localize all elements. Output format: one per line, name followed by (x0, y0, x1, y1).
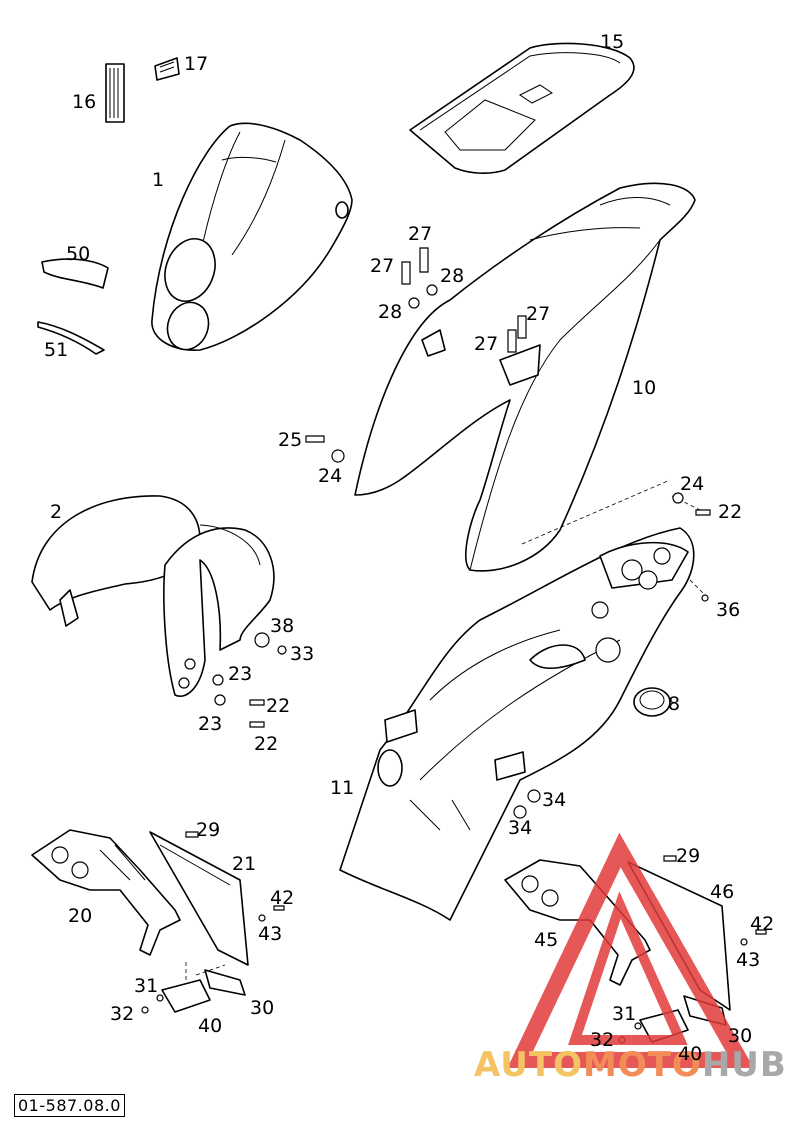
callout-23b: 23 (198, 713, 222, 735)
callout-27a: 27 (408, 223, 432, 245)
part-16-sticker (105, 63, 125, 123)
callout-20: 20 (68, 905, 92, 927)
callout-23a: 23 (228, 663, 252, 685)
watermark-hub: HUB (702, 1045, 787, 1085)
watermark-logo: AUTOMOTOHUB (474, 832, 787, 1085)
callout-40b: 40 (678, 1043, 702, 1065)
callout-40a: 40 (198, 1015, 222, 1037)
svg-text:AUTOMOTOHUB: AUTOMOTOHUB (474, 1045, 787, 1085)
hardware-fender (212, 632, 287, 728)
callout-17: 17 (184, 53, 208, 75)
callout-22c: 22 (254, 733, 278, 755)
hardware-left-group (141, 831, 285, 1014)
callout-33: 33 (290, 643, 314, 665)
leader-lines (521, 479, 701, 545)
callout-15: 15 (600, 31, 624, 53)
part-21-license-plate (149, 831, 249, 966)
callout-8: 8 (668, 693, 680, 715)
watermark-auto: AUTO (474, 1045, 583, 1085)
part-10-side-cover (354, 182, 696, 572)
callout-28a: 28 (440, 265, 464, 287)
part-2-front-fender (31, 495, 275, 697)
callout-2: 2 (50, 501, 62, 523)
hardware-34 (513, 789, 541, 819)
part-45-license-bracket (504, 859, 651, 986)
callout-29b: 29 (676, 845, 700, 867)
callout-32a: 32 (110, 1003, 134, 1025)
hardware-25-24 (305, 435, 345, 463)
hardware-27-28 (401, 247, 527, 353)
callout-10: 10 (632, 377, 656, 399)
callout-36: 36 (716, 599, 740, 621)
callout-30b: 30 (728, 1025, 752, 1047)
callout-16: 16 (72, 91, 96, 113)
callout-25: 25 (278, 429, 302, 451)
callout-34b: 34 (508, 817, 532, 839)
watermark-triangle-inner (568, 891, 688, 1045)
callout-42b: 42 (750, 913, 774, 935)
part-51-strip (37, 321, 105, 355)
callout-28b: 28 (378, 301, 402, 323)
watermark-triangle (507, 832, 754, 1068)
hardware-36 (701, 594, 709, 602)
callout-31a: 31 (134, 975, 158, 997)
callout-51: 51 (44, 339, 68, 361)
callout-22a: 22 (718, 501, 742, 523)
callouts: 15 17 16 1 27 27 28 28 50 51 27 27 10 25… (44, 31, 774, 1065)
callout-11: 11 (330, 777, 354, 799)
callout-29a: 29 (196, 819, 220, 841)
callout-31b: 31 (612, 1003, 636, 1025)
callout-1: 1 (152, 169, 164, 191)
part-20-license-bracket (31, 829, 181, 956)
callout-32b: 32 (590, 1029, 614, 1051)
part-17-decal (154, 57, 180, 81)
watermark-moto: MOTO (583, 1045, 702, 1085)
callout-21: 21 (232, 853, 256, 875)
leader-36 (689, 579, 706, 596)
callout-50: 50 (66, 243, 90, 265)
callout-45: 45 (534, 929, 558, 951)
callout-27b: 27 (370, 255, 394, 277)
callout-24a: 24 (318, 465, 342, 487)
callout-30a: 30 (250, 997, 274, 1019)
callout-27d: 27 (474, 333, 498, 355)
part-11-rear-frame (339, 527, 695, 921)
callout-46: 46 (710, 881, 734, 903)
part-8-grommet (633, 687, 671, 717)
part-1-headlight-mask (151, 122, 353, 351)
drawing-number: 01-587.08.0 (14, 1094, 125, 1117)
part-15-seat-gasket (409, 42, 635, 174)
hardware-22 (695, 509, 711, 516)
callout-27c: 27 (526, 303, 550, 325)
callout-22b: 22 (266, 695, 290, 717)
callout-34a: 34 (542, 789, 566, 811)
part-50-strip (41, 258, 109, 289)
callout-24b: 24 (680, 473, 704, 495)
callout-43b: 43 (736, 949, 760, 971)
hardware-24 (672, 492, 684, 504)
callout-42a: 42 (270, 887, 294, 909)
callout-43a: 43 (258, 923, 282, 945)
callout-38: 38 (270, 615, 294, 637)
